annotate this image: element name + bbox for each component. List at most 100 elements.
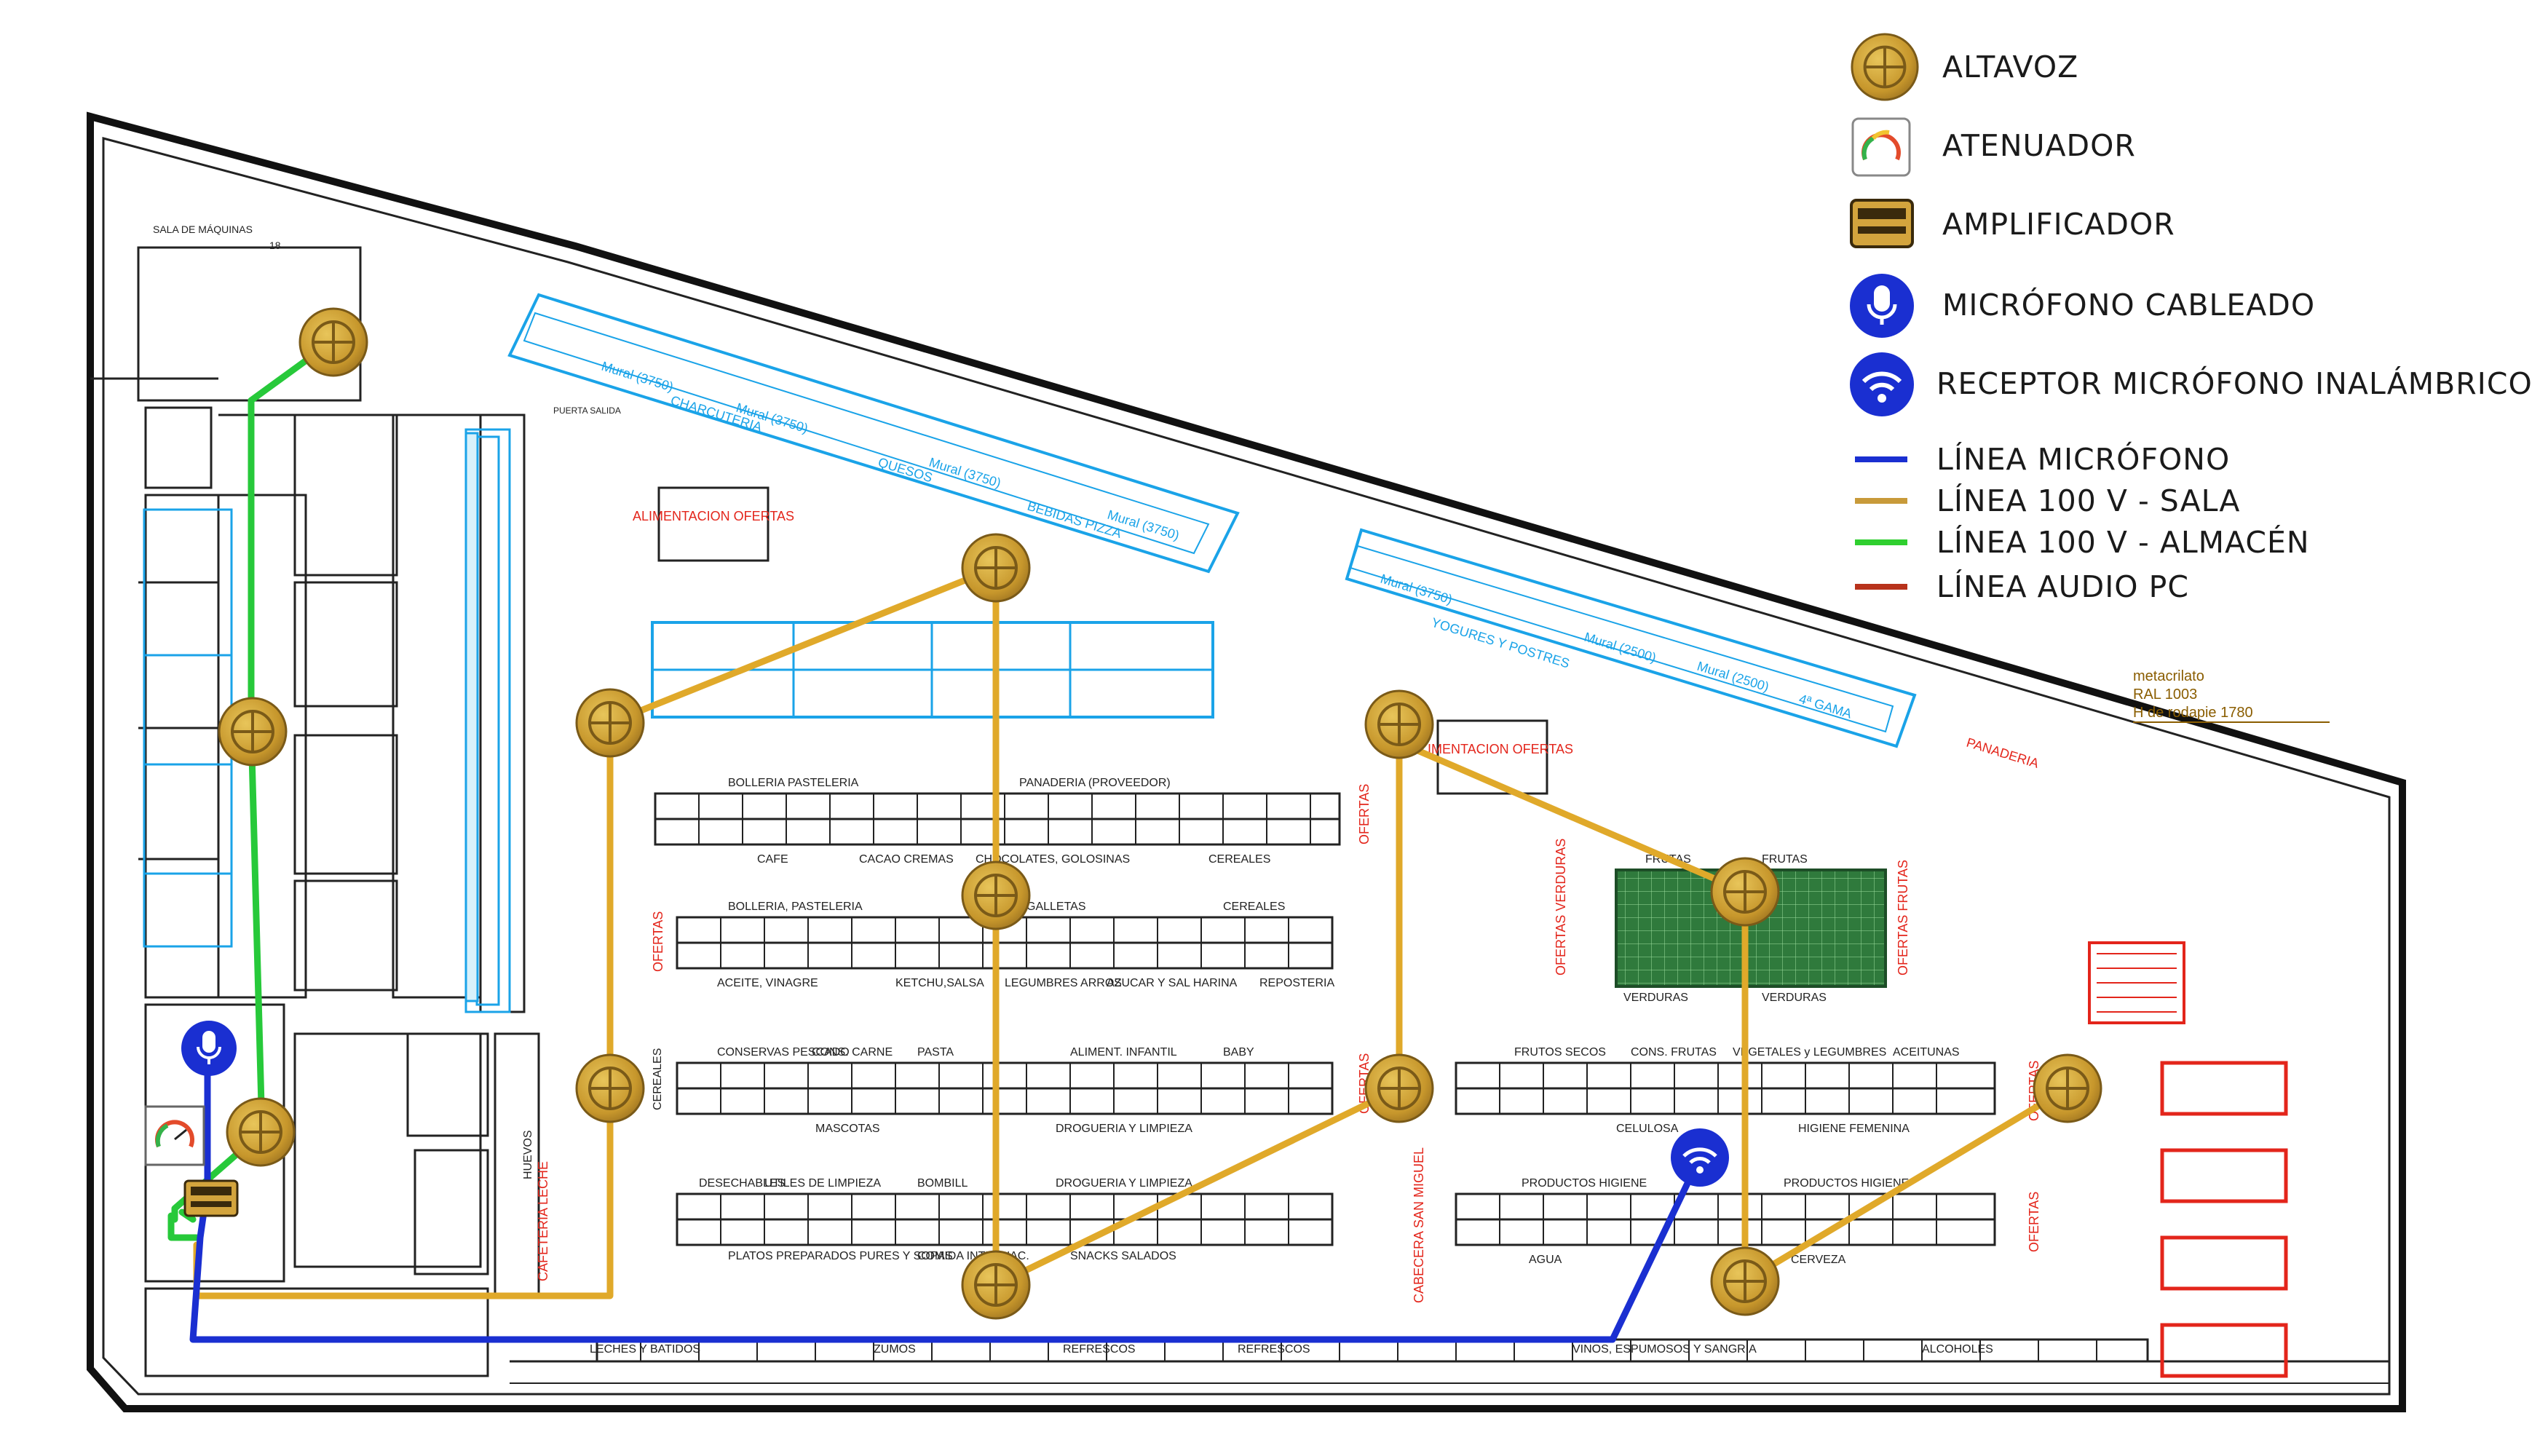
aisle-ticks <box>640 794 2097 1361</box>
legend-label-receptor: RECEPTOR MICRÓFONO INALÁMBRICO <box>1936 366 2533 401</box>
wall-text-panaderia: PANADERIA <box>1965 735 2041 771</box>
aisle4-bottom-3: SNACKS SALADOS <box>1070 1250 1176 1262</box>
mural-label-5: Mural (3750) <box>1379 571 1454 607</box>
aisle1-bottom-4: CEREALES <box>1208 853 1270 866</box>
speaker-icon <box>1710 1246 1780 1316</box>
aisle-labels: BOLLERIA PASTELERIA PANADERIA (PROVEEDOR… <box>590 777 1993 1356</box>
side-ofertas-1: OFERTAS <box>1357 784 1372 844</box>
raisle2-bottom-2: CERVEZA <box>1791 1254 1846 1266</box>
aisle3-top5: BABY <box>1223 1046 1254 1059</box>
speaker-icon <box>298 307 368 377</box>
speaker-icon <box>1364 1053 1434 1123</box>
legend-label-microfono: MICRÓFONO CABLEADO <box>1942 288 2315 323</box>
legend-item-microfono: MICRÓFONO CABLEADO <box>1850 274 2315 338</box>
promo-boxes: ALIMENTACION OFERTAS ALIMENTACION OFERTA… <box>633 486 1573 795</box>
speaker-icon <box>575 688 645 758</box>
raisle2-top-1: PRODUCTOS HIGIENE <box>1522 1177 1647 1190</box>
side-cereales: CEREALES <box>652 1048 664 1110</box>
room-number-machine: 18 <box>269 240 281 251</box>
legend-item-atenuador: ATENUADOR <box>1851 117 2136 177</box>
raisle1-top-3: VEGETALES y LEGUMBRES <box>1733 1046 1886 1059</box>
legend-label-atenuador: ATENUADOR <box>1942 128 2136 163</box>
legend-line-sala: LÍNEA 100 V - SALA <box>1855 483 2240 518</box>
speaker-icon <box>226 1097 296 1167</box>
legend-wireless-icon <box>1850 352 1914 416</box>
raisle2-bottom-1: AGUA <box>1529 1254 1562 1266</box>
aisle3-bottom-1: MASCOTAS <box>815 1123 880 1135</box>
wireless-receiver-icon <box>1671 1128 1729 1187</box>
backwall-3: REFRESCOS <box>1063 1343 1136 1356</box>
side-cabecera: CABECERA SAN MIGUEL <box>1412 1147 1426 1303</box>
aisle4-top: DESECHABLES <box>699 1177 785 1190</box>
legend-line-label-sala: LÍNEA 100 V - SALA <box>1936 483 2240 518</box>
speaker-icon <box>575 1053 645 1123</box>
mural-label-1: Mural (3750) <box>600 359 675 395</box>
aisle3-top: CONSERVAS PESCADO <box>717 1046 850 1059</box>
aisle2-bottom-4: AZUCAR Y SAL HARINA <box>1107 977 1238 989</box>
legend-item-receptor: RECEPTOR MICRÓFONO INALÁMBRICO <box>1850 352 2533 416</box>
aisle3-top4: ALIMENT. INFANTIL <box>1070 1046 1177 1059</box>
speaker-icon <box>218 697 288 767</box>
legend-line-microfono: LÍNEA MICRÓFONO <box>1855 442 2230 477</box>
legend-line-label-microfono: LÍNEA MICRÓFONO <box>1936 442 2230 477</box>
backwall-5: VINOS, ESPUMOSOS Y SANGRIA <box>1572 1343 1757 1356</box>
cable-lines <box>167 339 2071 1343</box>
side-labels: CEREALES HUEVOS CAFETERIA LECHE CABECERA… <box>522 784 2041 1303</box>
aisle3-bottom-2: DROGUERIA Y LIMPIEZA <box>1056 1123 1192 1135</box>
promo-label-1: ALIMENTACION OFERTAS <box>633 509 794 523</box>
wall-text-4gama: 4ª GAMA <box>1797 692 1853 721</box>
attenuator-icon <box>144 1105 205 1166</box>
legend-line-audiopc: LÍNEA AUDIO PC <box>1855 569 2188 604</box>
line-microfono <box>189 1070 1704 1343</box>
aisle2-top3: CEREALES <box>1223 901 1285 913</box>
backwall-4: REFRESCOS <box>1238 1343 1310 1356</box>
speaker-icon <box>1364 689 1434 759</box>
fruit-bottom-2: VERDURAS <box>1762 992 1827 1004</box>
legend-line-label-almacen: LÍNEA 100 V - ALMACÉN <box>1936 525 2310 560</box>
raisle1-top-1: FRUTOS SECOS <box>1514 1046 1606 1059</box>
speaker-icon <box>1710 857 1780 927</box>
checkouts <box>2088 941 2288 1378</box>
raisle1-top-4: ACEITUNAS <box>1893 1046 1960 1059</box>
aisle2-bottom-3: LEGUMBRES ARROS <box>1005 977 1122 989</box>
legend-label-altavoz: ALTAVOZ <box>1942 50 2078 84</box>
legend-label-amplificador: AMPLIFICADOR <box>1942 207 2175 242</box>
aisle1-bottom-1: CAFE <box>757 853 788 866</box>
fruit-bottom-1: VERDURAS <box>1623 992 1688 1004</box>
aisle4-top3: BOMBILL <box>917 1177 968 1190</box>
side-huevos: HUEVOS <box>522 1130 534 1179</box>
aisle2-top2: GALLETAS <box>1026 901 1086 913</box>
legend-speaker-icon <box>1850 32 1920 102</box>
aisle1-bottom-2: CACAO CREMAS <box>859 853 954 866</box>
mural-label-6: Mural (2500) <box>1583 630 1658 665</box>
legend-item-amplificador: AMPLIFICADOR <box>1850 199 2175 248</box>
fruit-right-label: OFERTAS FRUTAS <box>1896 860 1910 976</box>
aisle1-top2: PANADERIA (PROVEEDOR) <box>1019 777 1171 789</box>
aisle4-bottom-1: PLATOS PREPARADOS PURES Y SOPAS <box>728 1250 953 1262</box>
raisle2-top-2: PRODUCTOS HIGIENE <box>1784 1177 1909 1190</box>
room-label-machine: SALA DE MÁQUINAS <box>153 223 253 235</box>
legend: ALTAVOZ ATENUADOR AMPLIFICADOR <box>1850 32 2533 604</box>
side-ofertas-2: OFERTAS <box>651 911 665 972</box>
wired-mic-icon <box>181 1021 237 1076</box>
room-labels: SALA DE MÁQUINAS 18 PUERTA SALIDA <box>153 223 621 416</box>
aisle2-top: BOLLERIA, PASTELERIA <box>728 901 863 913</box>
backwall-6: ALCOHOLES <box>1922 1343 1993 1356</box>
aisle4-top4: DROGUERIA Y LIMPIEZA <box>1056 1177 1192 1190</box>
legend-item-altavoz: ALTAVOZ <box>1850 32 2078 102</box>
backwall-1: LECHES Y BATIDOS <box>590 1343 700 1356</box>
raisle1-top-2: CONS. FRUTAS <box>1631 1046 1717 1059</box>
fruit-left-label: OFERTAS VERDURAS <box>1554 839 1568 976</box>
legend-amplifier-icon <box>1850 199 1914 248</box>
side-ofertas-5: OFERTAS <box>2027 1192 2041 1252</box>
promo-label-2: ALIMENTACION OFERTAS <box>1412 742 1573 756</box>
fruit-top-2: FRUTAS <box>1762 853 1808 866</box>
aisle1-bottom-3: CHOCOLATES, GOLOSINAS <box>976 853 1130 866</box>
raisle1-bottom-1: CELULOSA <box>1616 1123 1679 1135</box>
speaker-icon <box>961 1250 1031 1320</box>
aisle2-bottom-1: ACEITE, VINAGRE <box>717 977 818 989</box>
legend-attenuator-icon <box>1851 117 1911 177</box>
aisle2-bottom-5: REPOSTERIA <box>1259 977 1334 989</box>
equipment <box>144 307 2102 1320</box>
